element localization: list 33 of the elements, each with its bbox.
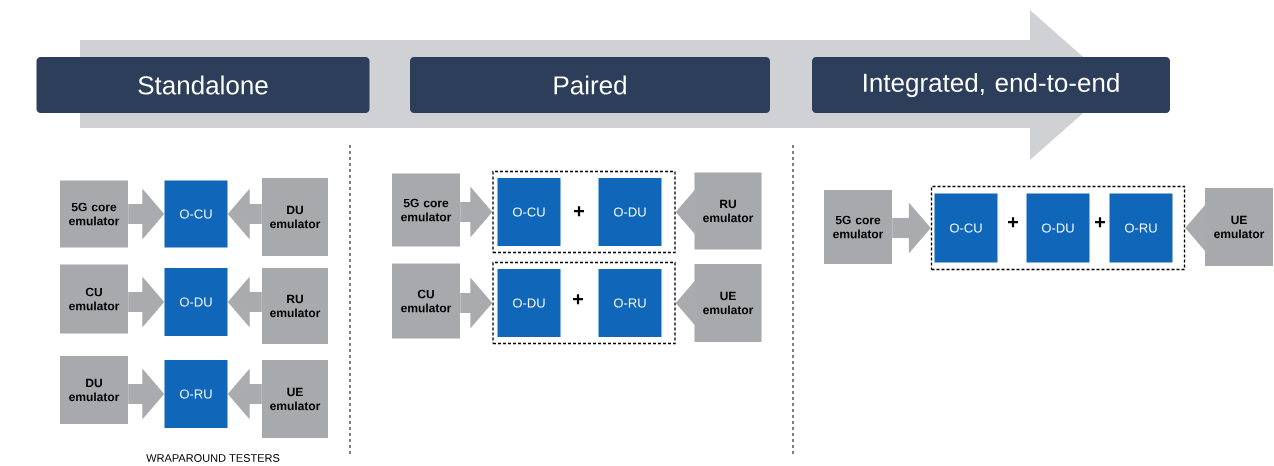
dashed-group-box	[492, 261, 676, 345]
emulator-box: 5G core emulator	[824, 190, 892, 264]
plus-sign: +	[573, 294, 584, 305]
component-box: O-DU	[164, 268, 228, 336]
stage-banner: Integrated, end-to-end	[812, 57, 1170, 113]
emulator-box: DU emulator	[262, 178, 328, 256]
emulator-box: UE emulator	[694, 264, 762, 342]
emulator-box: 5G core emulator	[60, 180, 128, 248]
dashed-group-box	[492, 170, 676, 254]
note-text: WRAPAROUND TESTERS	[146, 454, 280, 462]
component-box: O-DU	[497, 269, 561, 337]
component-box: O-RU	[1109, 193, 1173, 263]
dashed-group-box	[930, 185, 1186, 271]
plus-sign: +	[1095, 217, 1106, 228]
component-box: O-CU	[497, 178, 561, 246]
emulator-box: DU emulator	[60, 356, 128, 424]
emulator-box: RU emulator	[694, 172, 762, 250]
stage-banner: Standalone	[36, 57, 370, 113]
component-box: O-DU	[598, 178, 662, 246]
emulator-box: CU emulator	[392, 263, 460, 339]
emulator-box: UE emulator	[262, 360, 328, 438]
emulator-box: RU emulator	[262, 268, 328, 344]
component-box: O-RU	[598, 269, 662, 337]
emulator-box: CU emulator	[60, 264, 128, 334]
component-box: O-CU	[164, 180, 228, 248]
emulator-box: 5G core emulator	[392, 173, 460, 247]
component-box: O-RU	[164, 360, 228, 428]
component-box: O-DU	[1026, 193, 1090, 263]
plus-sign: +	[1008, 217, 1019, 228]
component-box: O-CU	[934, 193, 998, 263]
emulator-box: UE emulator	[1205, 188, 1273, 266]
stage-banner: Paired	[410, 57, 770, 113]
plus-sign: +	[574, 206, 585, 217]
